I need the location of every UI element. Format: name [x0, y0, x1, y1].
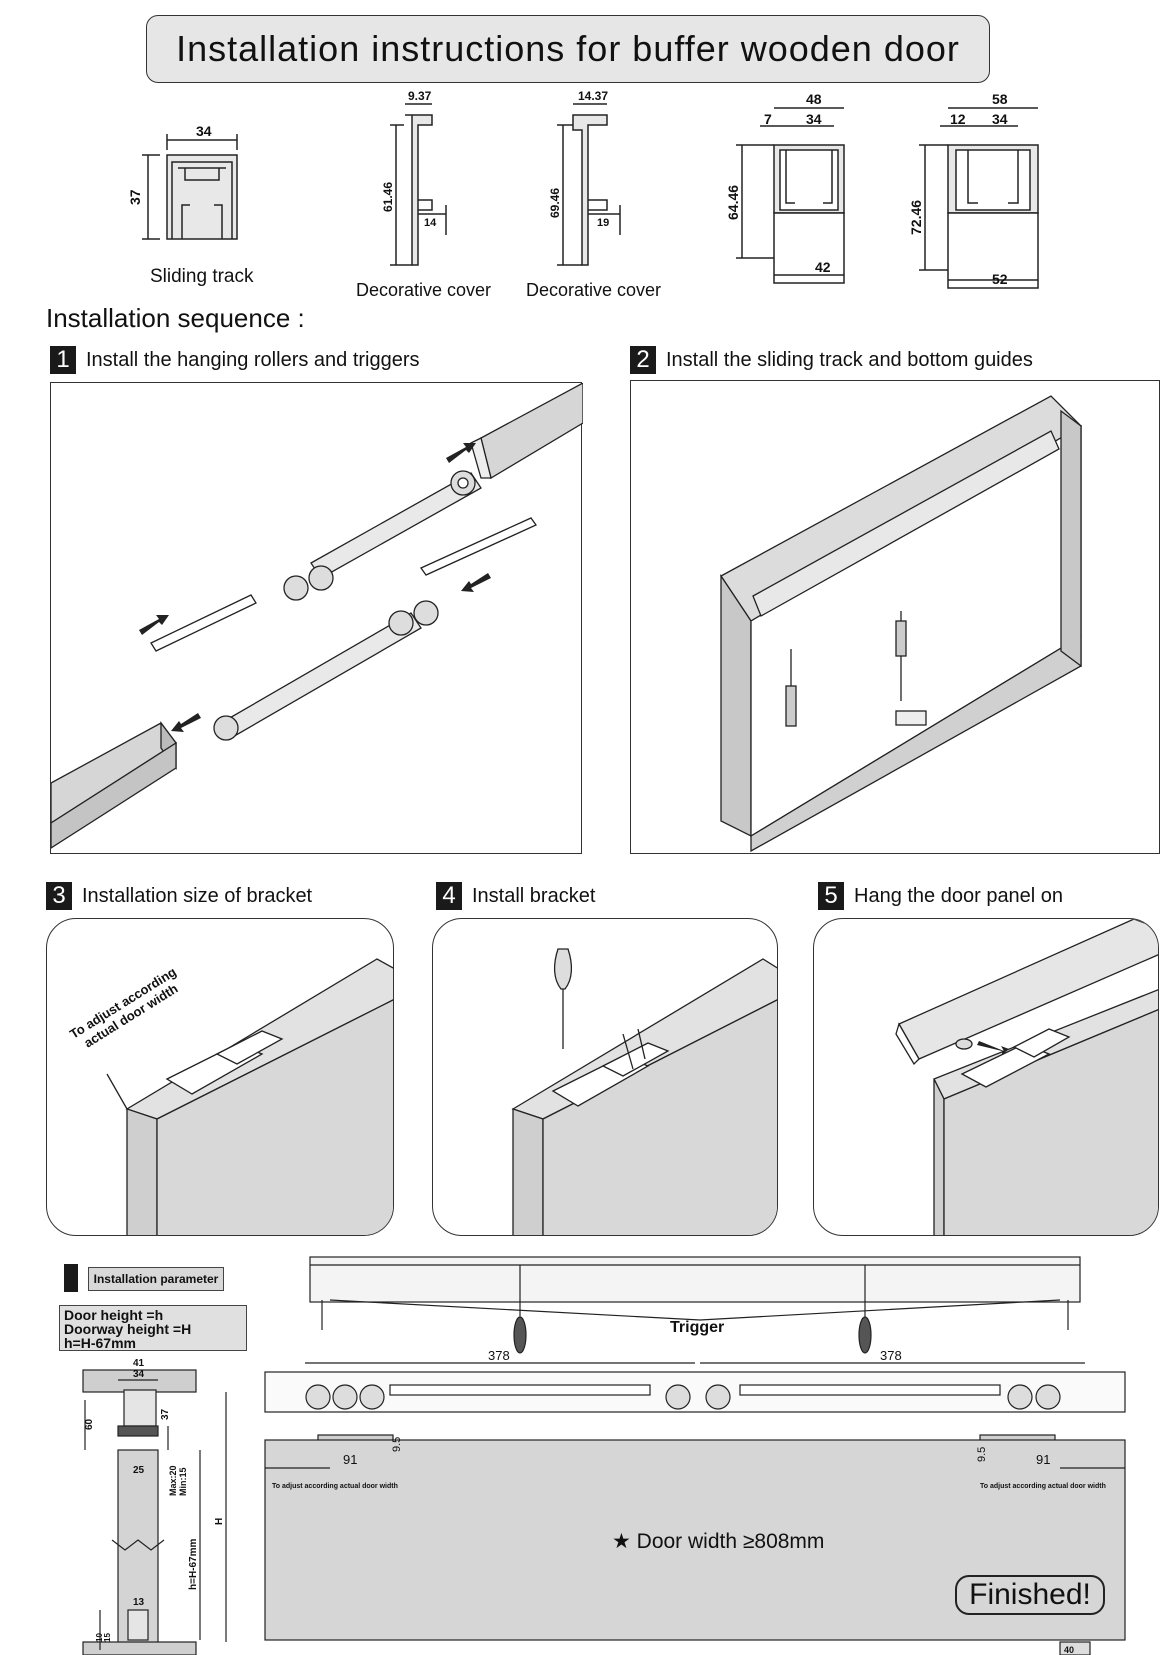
dim-378-left: 378 — [488, 1348, 510, 1363]
parameter-box: Door height =h Doorway height =H h=H-67m… — [59, 1305, 247, 1351]
param-marker — [64, 1264, 78, 1292]
dim-H: H — [214, 1518, 225, 1525]
install-bracket-drawing — [511, 948, 777, 1235]
step-4-label: Install bracket — [472, 884, 596, 907]
step-1-illustration — [50, 382, 583, 854]
step-3-illustration: To adjust according actual door width — [46, 918, 394, 1236]
step-5-number: 5 — [818, 882, 844, 910]
step-2-header: 2 Install the sliding track and bottom g… — [630, 346, 1033, 374]
adjust-note-left: To adjust according actual door width — [272, 1483, 398, 1490]
dim-34: 34 — [133, 1369, 145, 1380]
dim-track-width: 34 — [196, 123, 212, 139]
step-2-label: Install the sliding track and bottom gui… — [666, 348, 1033, 371]
dim-378-right: 378 — [880, 1348, 902, 1363]
dim-cover2-inner: 19 — [597, 217, 609, 229]
dim-asm1-left: 7 — [764, 111, 772, 127]
page-title: Installation instructions for buffer woo… — [146, 15, 990, 83]
step-3-number: 3 — [46, 882, 72, 910]
param-line-1: Door height =h — [64, 1307, 164, 1323]
dim-asm1-height: 64.46 — [725, 185, 741, 220]
adjust-note-right: To adjust according actual door width — [980, 1483, 1106, 1490]
trigger-label: Trigger — [670, 1319, 724, 1336]
dim-40: 40 — [1064, 1645, 1074, 1655]
dim-asm2-left: 12 — [950, 111, 966, 127]
finished-badge: Finished! — [955, 1575, 1105, 1615]
dim-60: 60 — [84, 1418, 95, 1430]
dim-15: 15 — [103, 1633, 112, 1642]
step-5-illustration — [813, 918, 1159, 1236]
dim-min: Min:15 — [178, 1467, 188, 1496]
dim-95-left: 9.5 — [391, 1437, 403, 1452]
dim-10: 10 — [95, 1633, 104, 1642]
installation-parameter-button: Installation parameter — [88, 1267, 224, 1291]
dim-asm2-inner: 34 — [992, 111, 1008, 127]
step-5-label: Hang the door panel on — [854, 884, 1064, 907]
dim-cover1-height: 61.46 — [381, 182, 395, 212]
track-guides-drawing — [720, 395, 1083, 853]
dim-37: 37 — [160, 1408, 171, 1420]
bracket-size-drawing — [106, 958, 393, 1235]
dim-asm2-height: 72.46 — [908, 200, 924, 235]
dim-cover2-top: 14.37 — [578, 89, 608, 103]
step-2-number: 2 — [630, 346, 656, 374]
dim-91-right: 91 — [1036, 1452, 1050, 1467]
dim-max: Max:20 — [168, 1465, 178, 1496]
hang-door-drawing — [895, 919, 1158, 1235]
rollers-triggers-drawing — [51, 383, 583, 849]
door-width-note: ★ Door width ≥808mm — [612, 1530, 824, 1553]
dim-asm2-bottom: 52 — [992, 271, 1008, 287]
step-2-illustration — [630, 380, 1160, 854]
dim-asm1-inner: 34 — [806, 111, 822, 127]
dim-asm1-bottom: 42 — [815, 259, 831, 275]
profiles-drawings: 34 37 9.37 61.46 14 14.37 69.46 19 48 7 … — [127, 89, 1039, 289]
label-cover-2: Decorative cover — [526, 280, 662, 300]
dim-41: 41 — [133, 1358, 145, 1369]
step-1-label: Install the hanging rollers and triggers — [86, 348, 420, 371]
dim-25: 25 — [133, 1465, 145, 1476]
label-cover-1: Decorative cover — [356, 280, 492, 300]
dim-cover1-top: 9.37 — [408, 89, 432, 103]
step-1-header: 1 Install the hanging rollers and trigge… — [50, 346, 420, 374]
dim-h-formula: h=H-67mm — [188, 1538, 199, 1590]
dim-95-right: 9.5 — [976, 1447, 988, 1462]
label-sliding-track: Sliding track — [150, 266, 254, 287]
sequence-title: Installation sequence : — [46, 303, 305, 333]
step-3-label: Installation size of bracket — [82, 884, 313, 907]
step-5-header: 5 Hang the door panel on — [818, 882, 1063, 910]
step-1-number: 1 — [50, 346, 76, 374]
dim-91-left: 91 — [343, 1452, 357, 1467]
step-4-number: 4 — [436, 882, 462, 910]
dim-13: 13 — [133, 1597, 145, 1608]
dim-asm1-outer: 48 — [806, 91, 822, 107]
step-4-illustration — [432, 918, 778, 1236]
dim-track-height: 37 — [127, 189, 143, 205]
param-line-3: h=H-67mm — [64, 1335, 136, 1351]
dim-cover1-inner: 14 — [424, 217, 437, 229]
dim-cover2-height: 69.46 — [548, 188, 562, 218]
param-line-2: Doorway height =H — [64, 1321, 192, 1337]
step-3-header: 3 Installation size of bracket — [46, 882, 312, 910]
dim-asm2-outer: 58 — [992, 91, 1008, 107]
step-4-header: 4 Install bracket — [436, 882, 595, 910]
